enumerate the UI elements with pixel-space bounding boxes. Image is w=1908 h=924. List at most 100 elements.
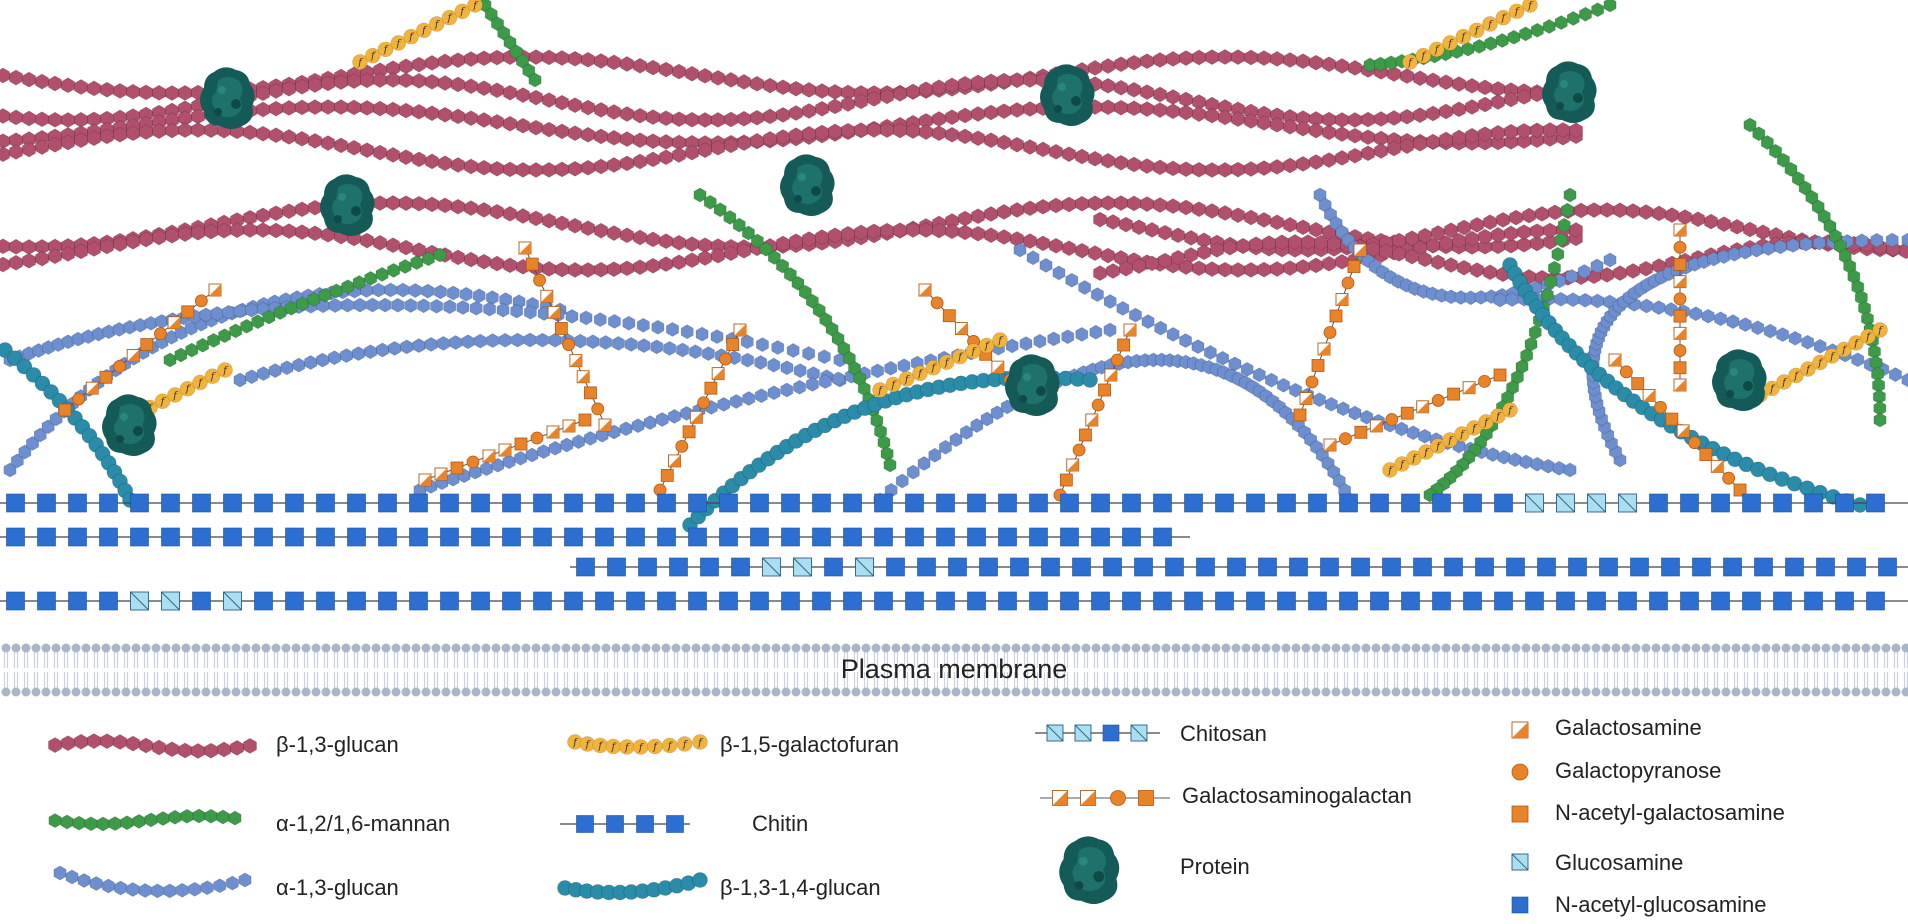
a13glucan-unit: [1554, 291, 1568, 307]
phospholipid-head: [1831, 643, 1841, 653]
b13glucan-unit: [828, 83, 842, 100]
svg-text:f: f: [957, 352, 964, 363]
phospholipid-head: [181, 687, 191, 697]
b13glucan-unit: [477, 80, 491, 97]
n-acetyl-galactosamine-unit: [1347, 260, 1361, 273]
b13glucan-unit: [737, 135, 751, 152]
a13glucan-unit: [1289, 382, 1302, 398]
phospholipid-head: [1451, 643, 1461, 653]
n-acetyl-galactosamine-unit: [578, 413, 592, 427]
b13glucan-unit: [529, 210, 543, 227]
n-acetyl-glucosamine-unit: [1630, 557, 1649, 577]
a13glucan-unit: [375, 342, 390, 358]
b13glucan-unit: [1023, 72, 1037, 88]
phospholipid-head: [371, 643, 381, 653]
galactosamine-unit: [954, 322, 968, 336]
b13glucan-unit: [74, 243, 88, 260]
phospholipid-head: [281, 687, 291, 697]
n-acetyl-glucosamine-unit: [223, 527, 242, 547]
n-acetyl-glucosamine-unit: [471, 591, 490, 611]
n-acetyl-glucosamine-unit: [1816, 557, 1835, 577]
b13glucan-unit: [464, 51, 478, 68]
mannan-unit: [812, 302, 826, 318]
n-acetyl-glucosamine-unit: [998, 493, 1017, 513]
phospholipid-head: [1301, 687, 1311, 697]
svg-text:f: f: [408, 32, 415, 43]
galactopyranose-unit: [562, 338, 576, 351]
n-acetyl-glucosamine-unit: [1351, 557, 1370, 577]
galactofuran-unit: f: [217, 362, 233, 378]
galactosamine-unit: [733, 323, 747, 337]
b13glucan-unit: [1374, 143, 1388, 159]
phospholipid-head: [941, 687, 951, 697]
b13glucan-unit: [48, 136, 62, 153]
b13glucan-unit: [61, 77, 75, 94]
mannan-unit: [497, 25, 511, 41]
b13glucan-unit: [477, 112, 491, 128]
n-acetyl-glucosamine-unit: [6, 591, 25, 611]
b13glucan-unit: [1665, 207, 1679, 224]
b13glucan-unit: [1023, 233, 1037, 250]
mannan-unit: [1805, 189, 1819, 205]
b13glucan-unit: [165, 741, 179, 758]
b13glucan-unit: [1413, 70, 1427, 87]
mannan-unit: [1563, 187, 1577, 203]
b13glucan-unit: [1257, 50, 1271, 67]
b13glucan-unit: [1166, 89, 1180, 105]
phospholipid-head: [571, 643, 581, 653]
phospholipid-head: [1001, 643, 1011, 653]
phospholipid-head: [711, 643, 721, 653]
phospholipid-head: [1241, 687, 1251, 697]
b13glucan-unit: [1509, 209, 1523, 226]
phospholipid-head: [231, 687, 241, 697]
b13glucan-unit: [490, 82, 504, 99]
n-acetyl-galactosamine-unit: [942, 309, 956, 323]
b13glucan-unit: [1010, 136, 1024, 153]
b13glucan-unit: [555, 50, 569, 66]
galactofuran-unit: f: [1402, 54, 1418, 70]
a13glucan-unit: [77, 873, 91, 888]
galactopyranose-unit: [1478, 374, 1491, 388]
galactopyranose-unit: [1654, 400, 1667, 414]
a13glucan-unit: [514, 450, 528, 466]
b13glucan-unit: [451, 249, 465, 266]
svg-text:f: f: [652, 742, 659, 753]
b13glucan-unit: [711, 247, 725, 264]
b13glucan-unit: [932, 125, 946, 142]
b13glucan-unit: [932, 222, 946, 239]
phospholipid-head: [1591, 687, 1601, 697]
b13glucan-unit: [9, 238, 23, 255]
phospholipid-head: [451, 643, 461, 653]
b13glucan-unit: [620, 56, 634, 72]
b13glucan-unit: [1184, 247, 1198, 263]
b13glucan-unit: [646, 151, 660, 168]
mannan-unit: [1542, 19, 1556, 34]
b13glucan-unit: [22, 110, 36, 127]
b13glucan-unit: [477, 201, 491, 218]
n-acetyl-glucosamine-unit: [37, 493, 56, 513]
n-acetyl-glucosamine-unit: [1184, 591, 1203, 611]
n-acetyl-glucosamine-unit: [1091, 493, 1110, 513]
b13glucan-unit: [1158, 224, 1172, 241]
mannan-unit: [1551, 246, 1565, 262]
b13glucan-unit: [620, 106, 634, 122]
n-acetyl-glucosamine-unit: [1122, 493, 1141, 513]
phospholipid-head: [171, 687, 181, 697]
phospholipid-head: [311, 687, 321, 697]
n-acetyl-glucosamine-unit: [99, 591, 118, 611]
b13glucan-unit: [386, 237, 400, 254]
n-acetyl-glucosamine-unit: [812, 527, 831, 547]
b13glucan-unit: [451, 52, 465, 69]
n-acetyl-glucosamine-unit: [1289, 557, 1308, 577]
glucosamine-unit: [1556, 493, 1575, 513]
a13glucan-unit: [831, 371, 845, 387]
phospholipid-head: [1701, 643, 1711, 653]
phospholipid-head: [861, 687, 871, 697]
phospholipid-head: [1621, 643, 1631, 653]
b13glucan-unit: [594, 53, 608, 69]
phospholipid-head: [501, 643, 511, 653]
n-acetyl-glucosamine-unit: [1711, 591, 1730, 611]
svg-text:f: f: [434, 19, 441, 30]
b13glucan-unit: [360, 99, 374, 116]
svg-text:f: f: [1483, 417, 1490, 428]
